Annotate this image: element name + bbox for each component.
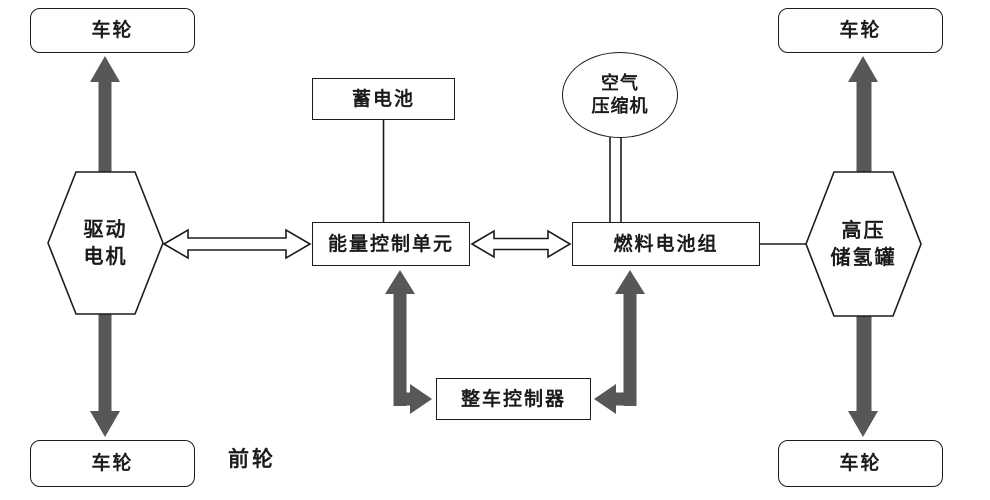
hydrogen-tank-line1: 高压 <box>841 218 886 242</box>
hydrogen-tank-line2: 储氢罐 <box>830 245 897 269</box>
drive-motor-text: 驱动 电机 <box>48 172 163 314</box>
drive-motor-line2: 电机 <box>83 244 128 268</box>
fuel-cell-stack-label: 燃料电池组 <box>613 232 719 255</box>
hydrogen-tank-hexagon <box>805 171 922 317</box>
controller-to-fuelcell-arrow-vertical <box>615 270 645 406</box>
vehicle-controller-node: 整车控制器 <box>436 378 591 420</box>
motor-to-top-wheel-arrow <box>90 56 120 185</box>
battery-node: 蓄电池 <box>312 78 455 120</box>
air-compressor-line1: 空气 <box>601 72 639 94</box>
hydrogen-tank-text: 高压 储氢罐 <box>806 172 921 316</box>
controller-to-ecu-arrow-horizontal <box>393 384 432 414</box>
controller-to-ecu-arrow-vertical <box>385 270 415 406</box>
wheel-bottom-left-node: 车轮 <box>30 440 195 487</box>
motor-to-bottom-wheel-arrow <box>90 300 120 437</box>
air-compressor-node: 空气 压缩机 <box>562 52 678 138</box>
wheel-top-right-label: 车轮 <box>839 19 882 42</box>
ecu-fuelcell-double-arrow <box>470 229 572 259</box>
front-wheel-label: 前轮 <box>228 446 276 471</box>
tank-to-bottom-wheel-arrow <box>848 302 878 437</box>
wheel-top-left-label: 车轮 <box>91 19 134 42</box>
drive-motor-line1: 驱动 <box>83 217 128 241</box>
energy-control-unit-label: 能量控制单元 <box>327 232 454 255</box>
wheel-top-right-node: 车轮 <box>778 8 943 53</box>
energy-control-unit-node: 能量控制单元 <box>312 222 470 266</box>
controller-to-fuelcell-arrow-horizontal <box>594 384 637 414</box>
wheel-bottom-right-label: 车轮 <box>839 452 882 475</box>
wheel-bottom-left-label: 车轮 <box>91 452 134 475</box>
wheel-bottom-right-node: 车轮 <box>778 440 943 487</box>
vehicle-controller-label: 整车控制器 <box>460 387 566 410</box>
drive-motor-hexagon <box>47 171 164 315</box>
battery-label: 蓄电池 <box>351 87 415 110</box>
fuel-cell-stack-node: 燃料电池组 <box>572 222 760 266</box>
motor-ecu-double-arrow <box>162 228 312 260</box>
tank-to-top-wheel-arrow <box>848 56 878 185</box>
air-compressor-line2: 压缩机 <box>591 96 649 117</box>
wheel-top-left-node: 车轮 <box>30 8 195 53</box>
